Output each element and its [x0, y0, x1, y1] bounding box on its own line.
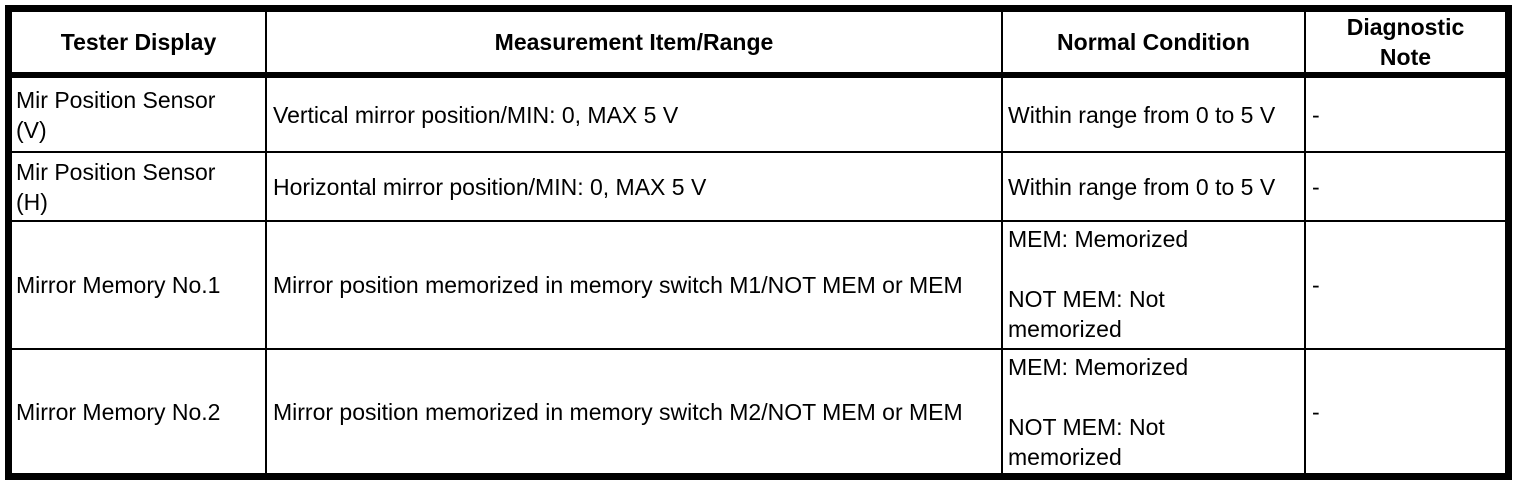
cell-tester-display: Mirror Memory No.1	[12, 222, 267, 350]
column-header-tester-display: Tester Display	[12, 12, 267, 78]
cell-measurement-item-range: Mirror position memorized in memory swit…	[267, 350, 1003, 473]
cell-diagnostic-note: -	[1306, 78, 1505, 153]
column-header-measurement-item-range: Measurement Item/Range	[267, 12, 1003, 78]
cell-normal-condition: Within range from 0 to 5 V	[1003, 153, 1306, 222]
cell-tester-display: Mir Position Sensor (H)	[12, 153, 267, 222]
column-header-diagnostic-note: Diagnostic Note	[1306, 12, 1505, 78]
cell-diagnostic-note: -	[1306, 222, 1505, 350]
diagnostic-data-table: Tester Display Measurement Item/Range No…	[5, 5, 1512, 480]
cell-diagnostic-note: -	[1312, 398, 1320, 425]
cell-measurement-item-range: Vertical mirror position/MIN: 0, MAX 5 V	[267, 78, 1003, 153]
cell-diagnostic-note: -	[1306, 153, 1505, 222]
cell-measurement-item-range: Mirror position memorized in memory swit…	[267, 222, 1003, 350]
column-header-normal-condition: Normal Condition	[1003, 12, 1306, 78]
cell-normal-condition: Within range from 0 to 5 V	[1003, 78, 1306, 153]
cell-measurement-item-range: Horizontal mirror position/MIN: 0, MAX 5…	[267, 153, 1003, 222]
cell-tester-display: Mirror Memory No.2	[12, 350, 267, 473]
cell-normal-condition: MEM: Memorized NOT MEM: Not memorized	[1003, 222, 1306, 350]
cell-tester-display: Mir Position Sensor (V)	[12, 78, 267, 153]
cell-normal-condition: MEM: Memorized NOT MEM: Not memorized	[1003, 350, 1306, 473]
